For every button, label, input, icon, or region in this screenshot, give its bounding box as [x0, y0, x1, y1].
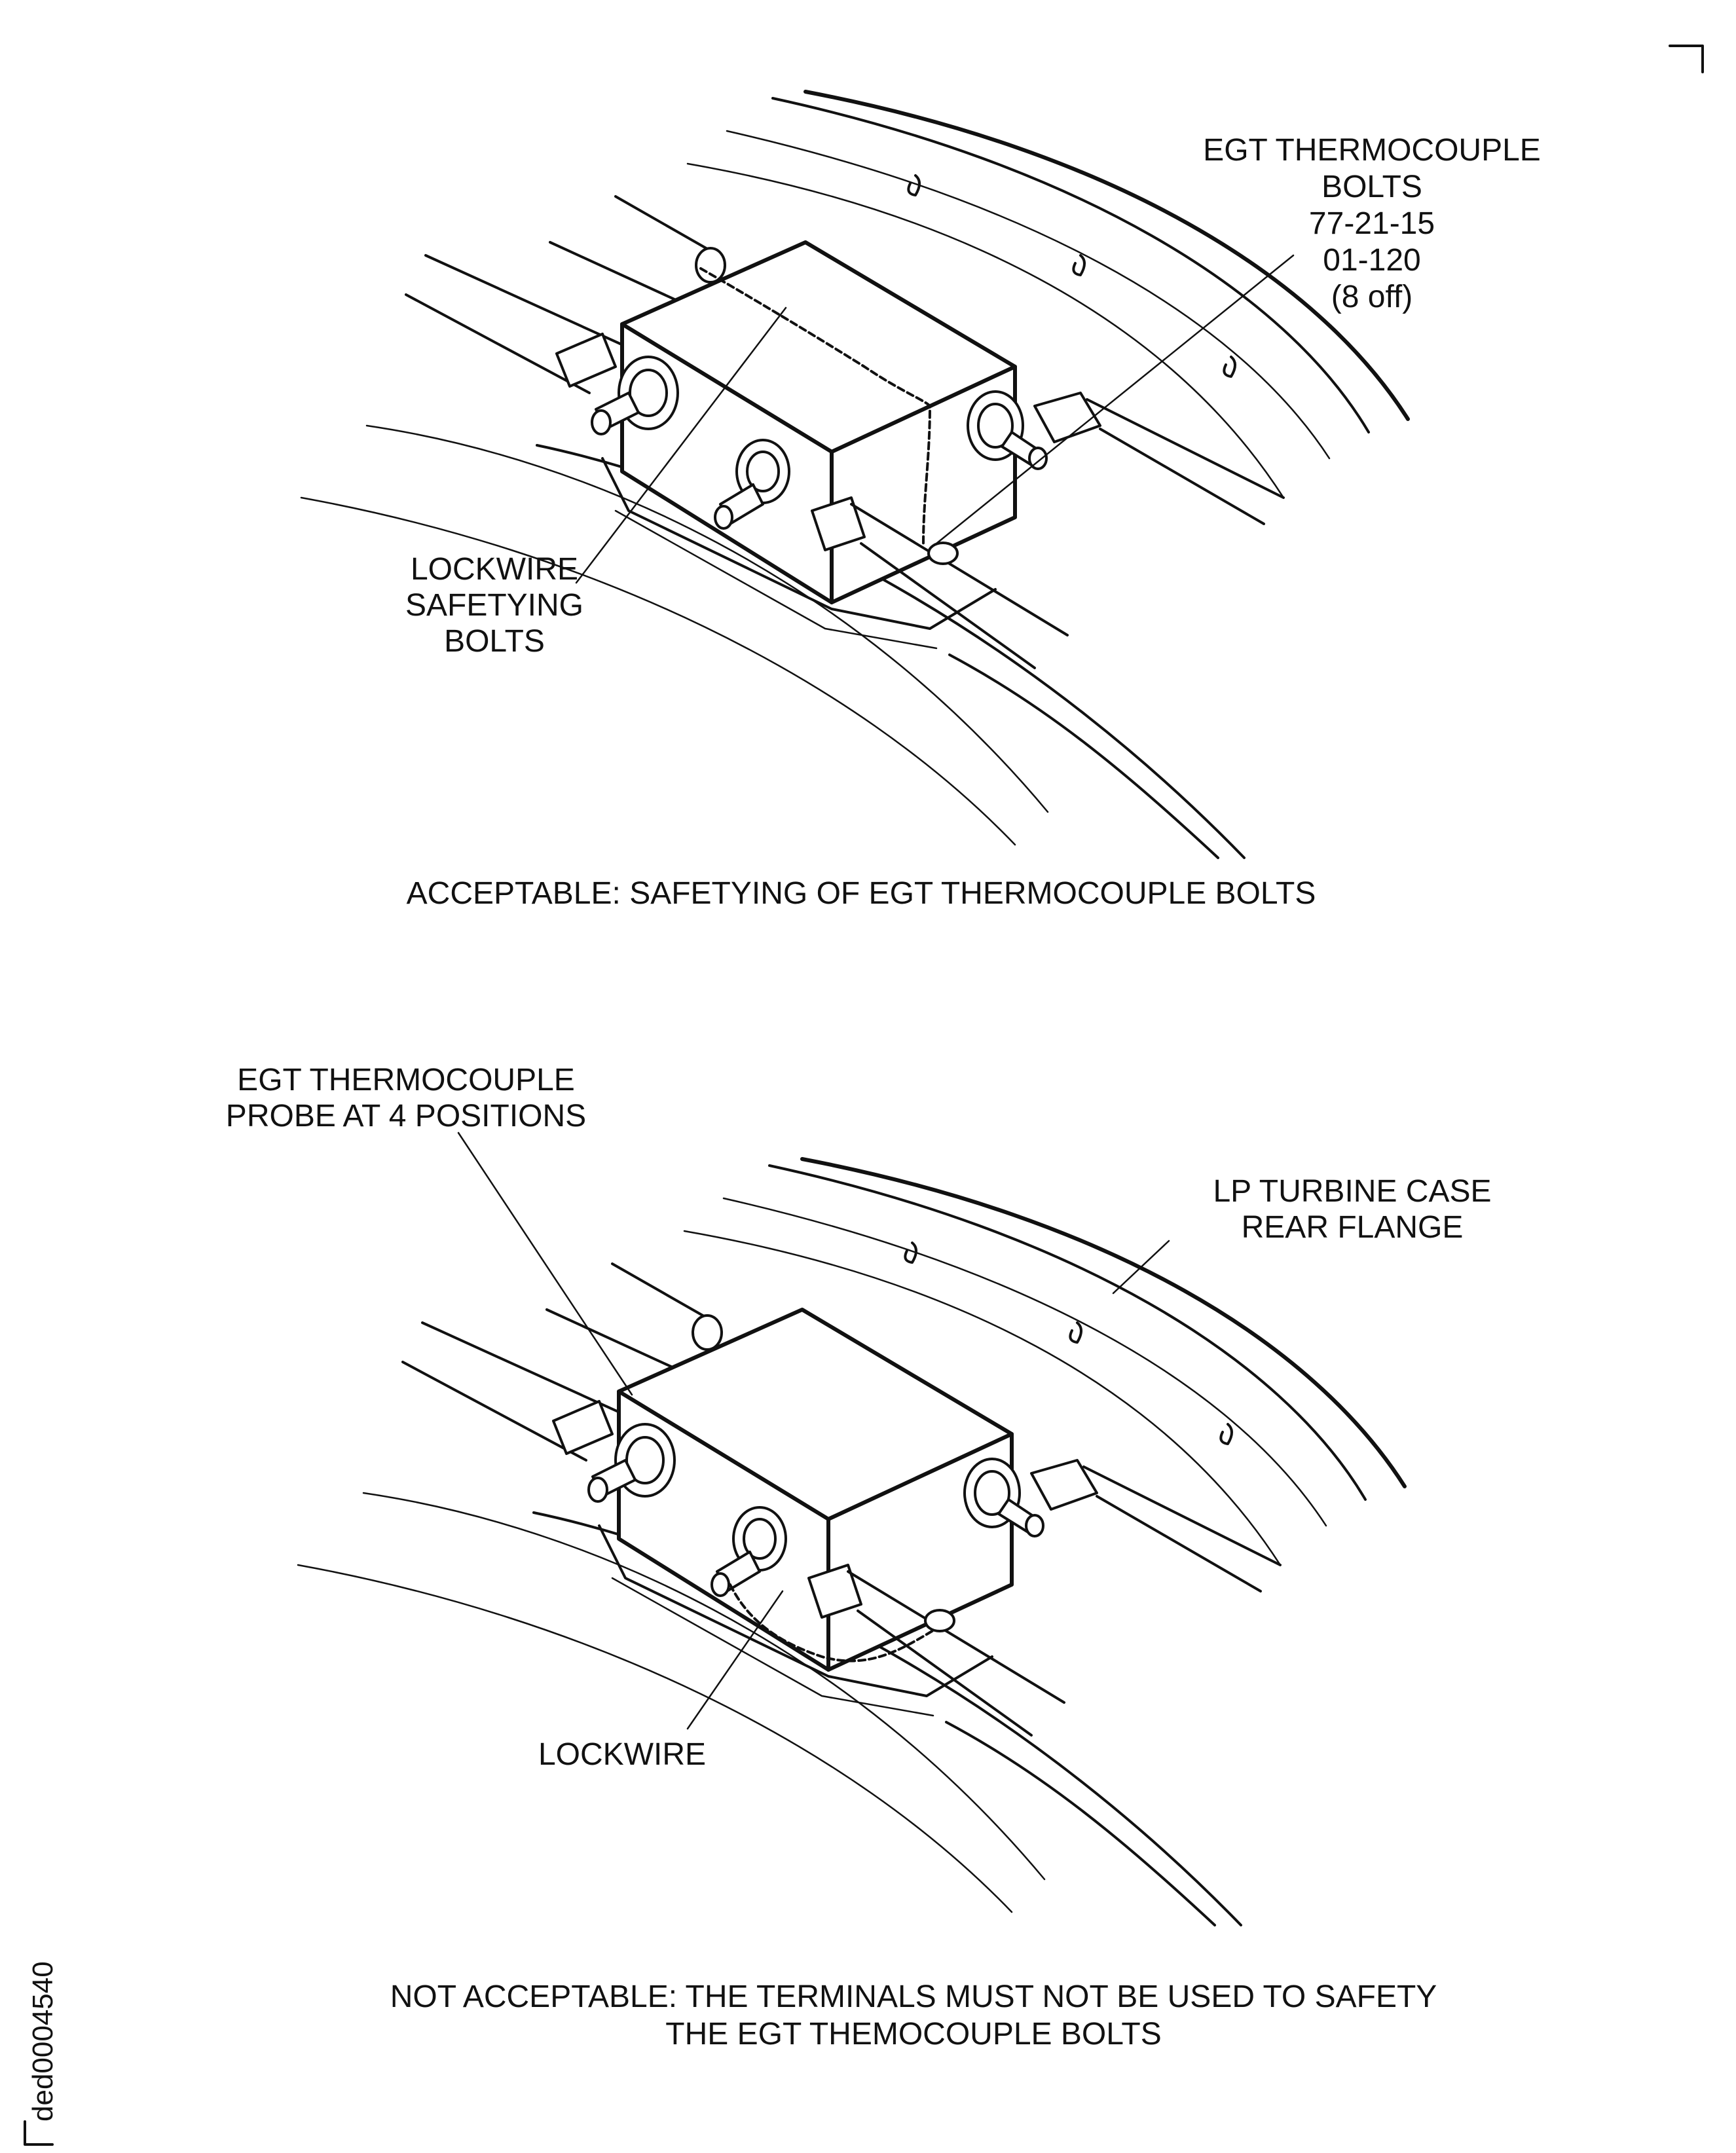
probe-leader [457, 1132, 633, 1396]
caption-not-acceptable: NOT ACCEPTABLE: THE TERMINALS MUST NOT B… [390, 1979, 1437, 2052]
acceptable-illustration [301, 92, 1408, 858]
corner-crop-mark [1669, 45, 1704, 73]
caption-acceptable: ACCEPTABLE: SAFETYING OF EGT THERMOCOUPL… [407, 876, 1316, 911]
svg-text:(8 off): (8 off) [1331, 280, 1413, 314]
svg-text:BOLTS: BOLTS [444, 624, 545, 659]
figure-code: ded0004540 [27, 1961, 59, 2122]
label-lp-turbine-case-rear-flange: LP TURBINE CASE REAR FLANGE [1213, 1174, 1491, 1245]
not-acceptable-illustration [298, 1159, 1405, 1925]
label-egt-thermocouple-bolts: EGT THERMOCOUPLE BOLTS 77-21-15 01-120 (… [1203, 133, 1541, 314]
label-lockwire: LOCKWIRE [538, 1737, 706, 1772]
figure-code-mark [24, 2120, 54, 2146]
lockwire-safetying-leader [575, 306, 787, 584]
lockwire-safetying-wire [699, 267, 931, 545]
svg-text:PROBE AT 4 POSITIONS: PROBE AT 4 POSITIONS [226, 1099, 586, 1133]
svg-text:SAFETYING: SAFETYING [405, 588, 583, 623]
svg-text:LP TURBINE CASE: LP TURBINE CASE [1213, 1174, 1491, 1209]
lockwire-through-terminals [729, 1583, 934, 1663]
svg-text:EGT THERMOCOUPLE: EGT THERMOCOUPLE [237, 1063, 575, 1097]
svg-text:BOLTS: BOLTS [1321, 170, 1422, 204]
svg-text:EGT THERMOCOUPLE: EGT THERMOCOUPLE [1203, 133, 1541, 168]
label-egt-thermocouple-probe: EGT THERMOCOUPLE PROBE AT 4 POSITIONS [226, 1063, 586, 1133]
svg-text:REAR FLANGE: REAR FLANGE [1242, 1210, 1464, 1245]
svg-text:01-120: 01-120 [1323, 243, 1420, 278]
svg-text:NOT ACCEPTABLE: THE TERMINALS: NOT ACCEPTABLE: THE TERMINALS MUST NOT B… [390, 1979, 1437, 2014]
svg-text:LOCKWIRE: LOCKWIRE [411, 552, 578, 587]
label-lockwire-safetying-bolts: LOCKWIRE SAFETYING BOLTS [405, 552, 583, 659]
egt-bolts-leader [935, 254, 1295, 545]
svg-text:ded0004540: ded0004540 [27, 1961, 59, 2122]
lockwire-leader [686, 1590, 784, 1730]
svg-text:THE EGT THEMOCOUPLE BOLTS: THE EGT THEMOCOUPLE BOLTS [665, 2017, 1161, 2052]
flange-leader [1112, 1240, 1170, 1295]
svg-text:77-21-15: 77-21-15 [1309, 206, 1435, 241]
